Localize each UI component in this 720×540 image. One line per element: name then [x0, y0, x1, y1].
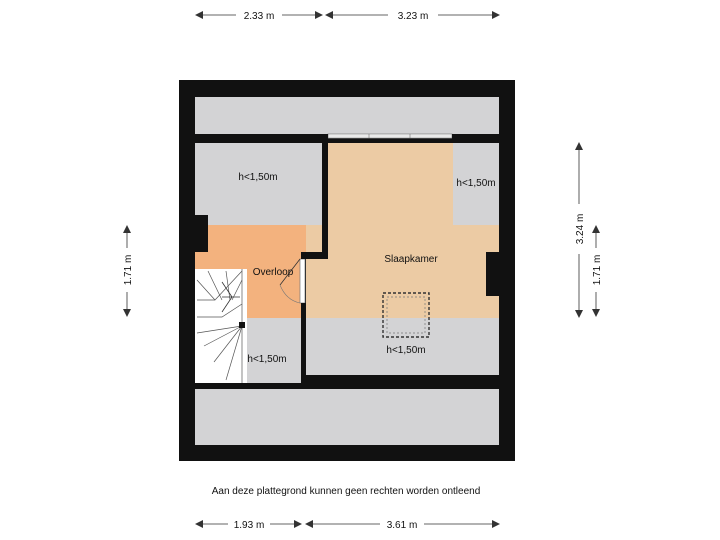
interior-wall-bedroom-bottom	[306, 375, 499, 389]
bottom-dimension-2: 3.61 m	[387, 520, 418, 531]
stairs-icon	[196, 269, 245, 383]
left-lower-height-label: h<1,50m	[247, 354, 286, 365]
top-low-ceiling-zone	[195, 97, 499, 134]
bedroom-lower-low-ceiling-zone	[306, 318, 499, 375]
bedroom-lower-height-label: h<1,50m	[386, 345, 425, 356]
interior-wall-vertical-upper	[322, 143, 328, 252]
interior-wall-left-bottom	[195, 383, 301, 389]
left-upper-height-label: h<1,50m	[238, 172, 277, 183]
bottom-dimension-1: 1.93 m	[234, 520, 265, 531]
top-dimension-1: 2.33 m	[244, 11, 275, 22]
interior-wall-top-right	[452, 134, 499, 143]
window-icon	[327, 133, 453, 139]
left-dimension: 1.71 m	[123, 255, 134, 286]
right-upper-low-ceiling-zone	[453, 143, 499, 225]
right-outer-dimension: 3.24 m	[575, 214, 586, 245]
landing-label: Overloop	[253, 267, 294, 278]
right-wall-pillar	[486, 252, 499, 296]
right-upper-height-label: h<1,50m	[456, 178, 495, 189]
left-wall-pillar	[195, 215, 208, 252]
interior-wall-corner	[301, 252, 328, 259]
bedroom-label: Slaapkamer	[384, 254, 438, 265]
top-dimension-2: 3.23 m	[398, 11, 429, 22]
landing-zone	[195, 225, 322, 318]
right-inner-dimension: 1.71 m	[592, 255, 603, 286]
left-lower-low-ceiling-zone	[247, 318, 301, 383]
interior-wall-vertical-lower	[301, 303, 306, 389]
skylight-icon	[382, 292, 430, 338]
left-upper-low-ceiling-zone	[195, 143, 322, 225]
bottom-low-ceiling-zone	[195, 389, 499, 445]
disclaimer-text: Aan deze plattegrond kunnen geen rechten…	[212, 486, 481, 497]
interior-wall-top	[195, 134, 328, 143]
